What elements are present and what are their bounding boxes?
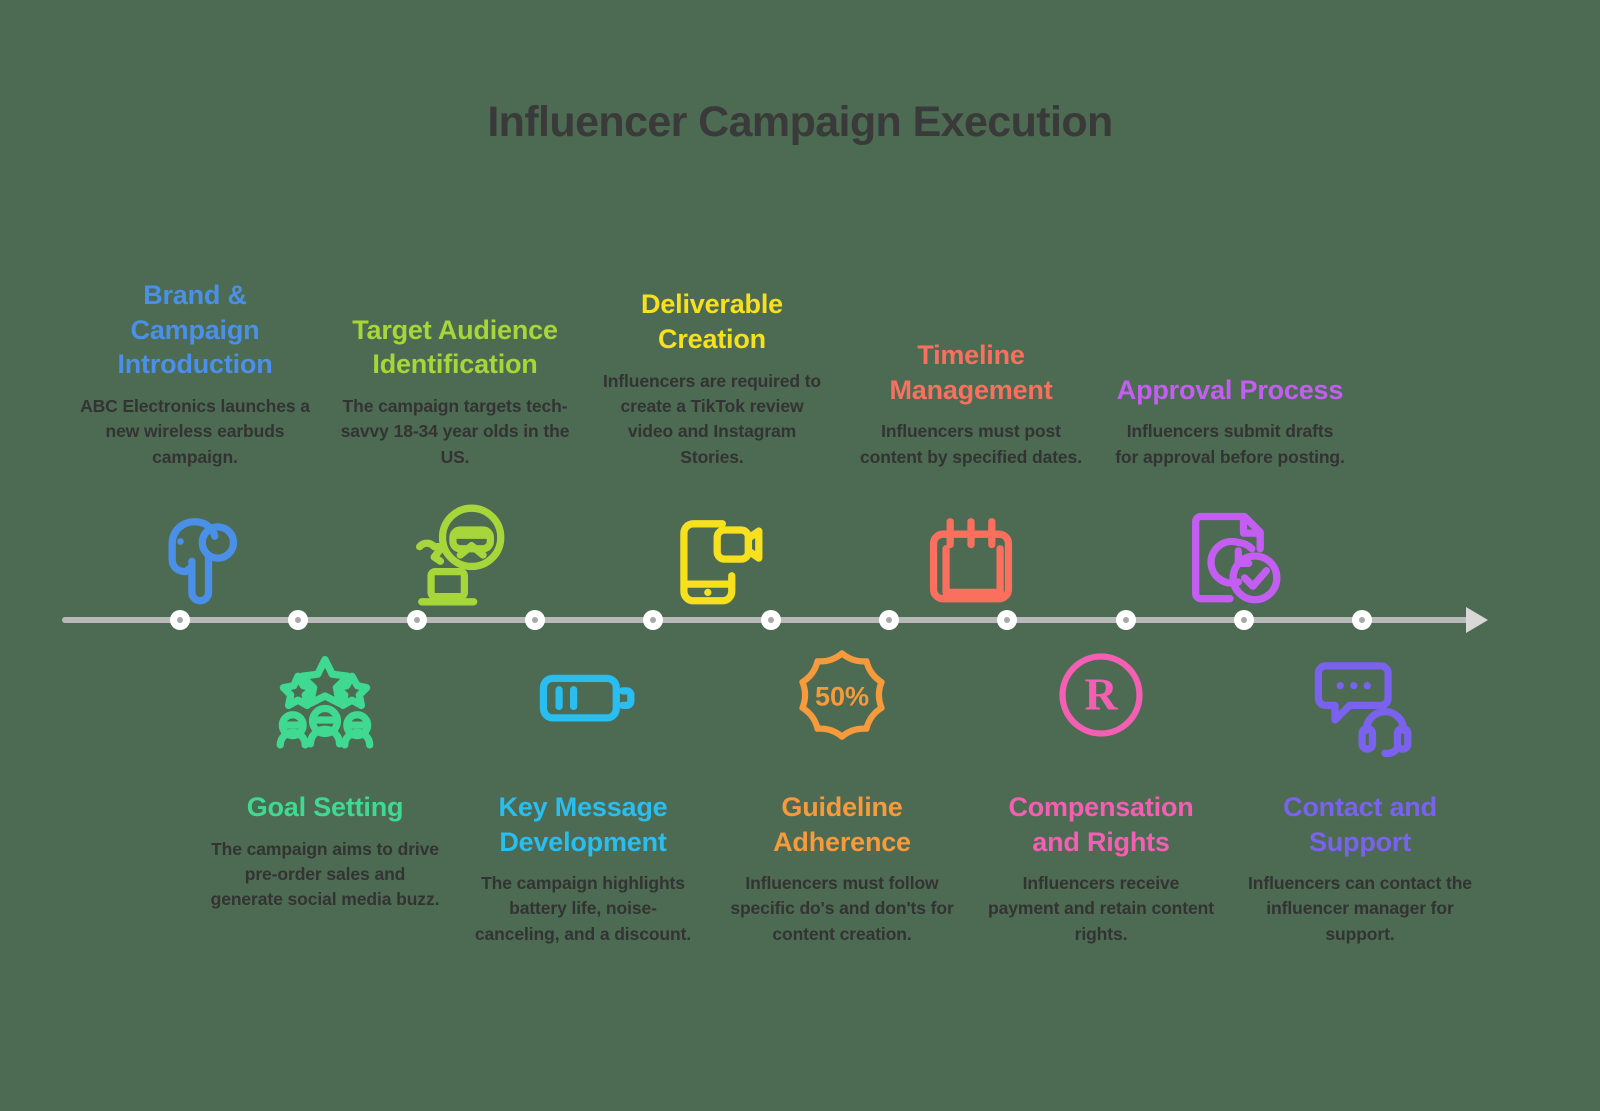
right-arrow-icon [1466, 607, 1488, 633]
step-description: The campaign targets tech-savvy 18-34 ye… [340, 395, 570, 467]
timeline-node [1351, 610, 1372, 630]
timeline-node [406, 610, 427, 630]
step-heading: Guideline Adherence [773, 792, 911, 857]
battery-icon [528, 640, 638, 750]
step-heading: Goal Setting [246, 792, 404, 822]
page-title: Influencer Campaign Execution [487, 98, 1113, 146]
step-heading: Contact and Support [1283, 792, 1437, 857]
step-heading: Deliverable Creation [641, 289, 783, 354]
person-laptop-vr-icon [400, 500, 510, 610]
step-heading: Approval Process [1116, 374, 1344, 405]
stars-people-icon [270, 640, 380, 750]
document-clock-check-icon [1175, 500, 1285, 610]
step-description: Influencers submit drafts for approval b… [1115, 421, 1345, 467]
earbud-icon [140, 500, 250, 610]
step-heading: Key Message Development [498, 792, 668, 857]
timeline-node [879, 610, 900, 630]
chat-support-headset-icon [1305, 640, 1415, 758]
calendar-icon [916, 500, 1026, 610]
step-description: Influencers must follow specific do's an… [730, 873, 954, 944]
timeline-node [1233, 610, 1254, 630]
phone-video-icon [657, 500, 767, 610]
step-heading: Compensation and Rights [1008, 792, 1194, 857]
step-description: The campaign aims to drive pre-order sal… [210, 838, 440, 910]
step-description: Influencers are required to create a Tik… [602, 370, 822, 467]
timeline-node [288, 610, 309, 630]
timeline-node [170, 610, 191, 630]
svg-text:50%: 50% [815, 681, 869, 711]
registered-trademark-icon: R [1046, 640, 1156, 750]
timeline-node [524, 610, 545, 630]
svg-text:R: R [1084, 669, 1118, 720]
step-description: The campaign highlights battery life, no… [474, 873, 692, 944]
timeline-node [1115, 610, 1136, 630]
step-description: Influencers must post content by specifi… [860, 421, 1082, 467]
step-heading: Brand & Campaign Introduction [117, 280, 273, 380]
step-heading: Timeline Management [889, 340, 1053, 405]
step-heading: Target Audience Identification [352, 314, 558, 380]
discount-badge-icon: 50% [787, 640, 897, 750]
step-description: ABC Electronics launches a new wireless … [80, 395, 310, 467]
timeline-node [761, 610, 781, 630]
step-description: Influencers can contact the influencer m… [1248, 873, 1472, 944]
timeline-node [997, 610, 1018, 630]
timeline-node [642, 610, 663, 630]
step-description: Influencers receive payment and retain c… [988, 873, 1214, 944]
